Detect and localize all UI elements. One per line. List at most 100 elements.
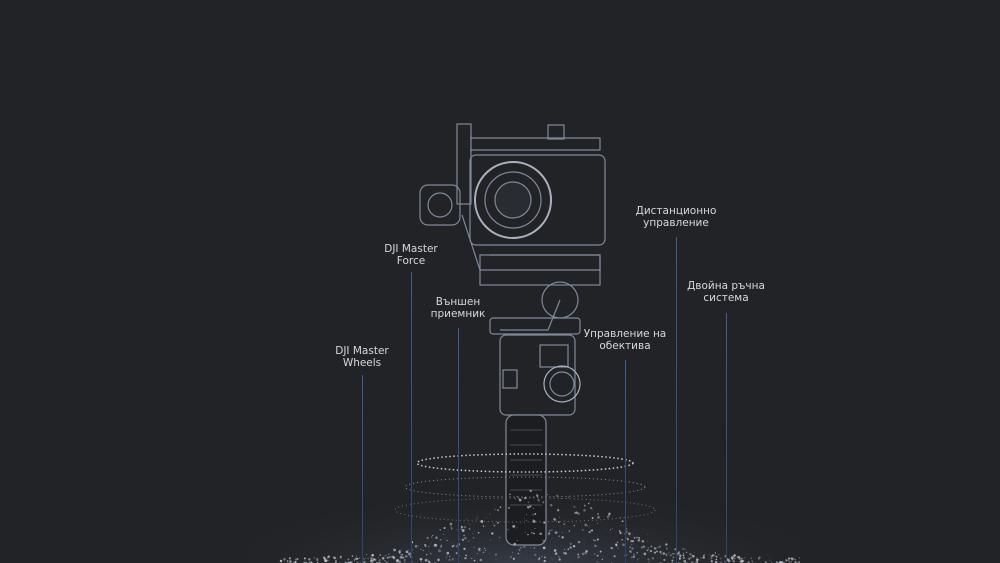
particle — [385, 554, 387, 557]
particle — [643, 552, 647, 556]
particle — [371, 555, 374, 557]
particle — [539, 532, 542, 536]
particle — [716, 556, 719, 558]
particle — [517, 552, 520, 555]
particle — [356, 557, 359, 560]
particle — [727, 559, 731, 563]
particle — [779, 561, 781, 563]
particle — [671, 559, 674, 562]
particle — [631, 543, 633, 545]
particle — [513, 542, 517, 546]
particle — [388, 556, 391, 558]
particle — [489, 514, 491, 516]
particle — [484, 549, 487, 552]
particle — [607, 513, 611, 517]
particle — [683, 559, 687, 563]
particle — [700, 557, 701, 559]
particle — [596, 561, 598, 563]
particle — [516, 540, 518, 542]
particle — [455, 552, 458, 555]
particle — [451, 545, 454, 548]
particle — [472, 536, 475, 539]
feature-label-text: обектива — [599, 340, 651, 352]
particle — [563, 523, 566, 526]
particle — [370, 556, 371, 558]
particle — [596, 538, 599, 541]
particle — [640, 546, 644, 549]
particle — [630, 551, 632, 553]
feature-label-text: управление — [643, 217, 709, 229]
particle — [428, 546, 430, 548]
particle — [286, 560, 289, 562]
particle — [651, 557, 655, 560]
particle — [524, 518, 526, 520]
particle — [682, 556, 685, 560]
particle — [414, 544, 418, 548]
particle — [715, 555, 717, 558]
particle — [388, 553, 390, 555]
particle — [662, 552, 666, 555]
particle — [764, 560, 767, 563]
particle — [524, 496, 527, 500]
particle — [547, 524, 548, 526]
particle — [672, 553, 674, 555]
feature-pointer-line — [625, 360, 626, 563]
particle — [448, 558, 451, 561]
particle — [519, 553, 521, 555]
particle — [303, 560, 305, 562]
particle — [492, 523, 494, 525]
particle — [709, 558, 710, 559]
particle — [296, 558, 299, 560]
particle — [608, 512, 611, 515]
particle — [478, 548, 481, 552]
particle — [559, 516, 560, 518]
particle — [413, 552, 414, 553]
particle — [685, 551, 688, 553]
particle — [586, 525, 588, 527]
particle — [599, 550, 602, 553]
particle — [386, 556, 389, 559]
particle — [629, 535, 631, 537]
particle — [631, 547, 634, 550]
particle — [371, 556, 373, 558]
particle — [451, 542, 453, 544]
particle — [484, 547, 486, 549]
particle — [497, 522, 499, 524]
particle — [339, 557, 341, 559]
particle — [544, 556, 546, 559]
particle — [398, 552, 401, 554]
particle — [378, 559, 381, 561]
particle — [426, 536, 429, 539]
particle — [534, 527, 536, 530]
particle — [446, 539, 448, 542]
feature-label-text: Force — [396, 255, 426, 267]
particle — [532, 520, 536, 523]
particle — [659, 557, 661, 559]
particle — [564, 552, 567, 555]
feature-label-text: Външен — [435, 296, 481, 308]
particle — [406, 555, 408, 557]
particle — [715, 558, 718, 561]
particle — [788, 557, 791, 560]
particle — [591, 517, 594, 520]
particle — [378, 560, 379, 562]
particle — [359, 557, 360, 559]
particle — [584, 551, 587, 555]
particle — [426, 553, 428, 556]
particle — [510, 556, 512, 558]
particle — [482, 551, 485, 554]
particle — [499, 506, 502, 509]
particle — [679, 554, 682, 557]
particle — [657, 546, 659, 548]
particle — [523, 545, 526, 549]
particle — [328, 559, 330, 561]
particle — [439, 529, 441, 531]
particle — [434, 543, 438, 547]
particle — [481, 522, 483, 524]
